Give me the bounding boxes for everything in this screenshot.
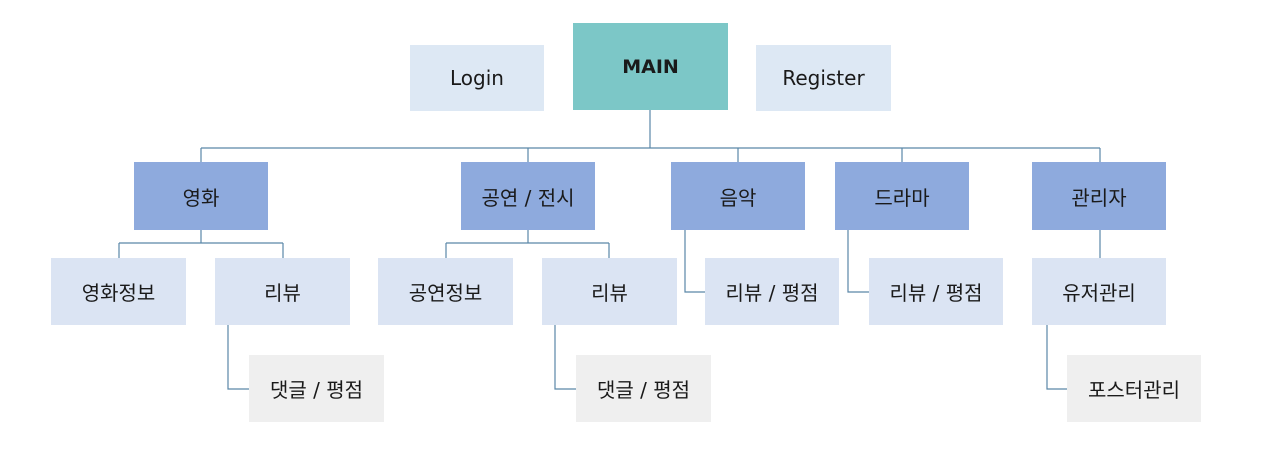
connector-admin-posters [1046,325,1067,390]
connector-movie-comment [227,325,249,390]
movie-comment-node[interactable]: 댓글 / 평점 [249,355,384,422]
show-exhibition-node[interactable]: 공연 / 전시 [461,162,595,230]
connector-music-review [684,230,705,293]
movie-node[interactable]: 영화 [134,162,268,230]
show-info-node[interactable]: 공연정보 [378,258,513,325]
login-node[interactable]: Login [410,45,544,111]
show-review-node[interactable]: 리뷰 [542,258,677,325]
drama-review-node[interactable]: 리뷰 / 평점 [869,258,1003,325]
drama-node[interactable]: 드라마 [835,162,969,230]
show-comment-node[interactable]: 댓글 / 평점 [576,355,711,422]
admin-node[interactable]: 관리자 [1032,162,1166,230]
movie-review-node[interactable]: 리뷰 [215,258,350,325]
connector-drama-review [847,230,869,293]
music-node[interactable]: 음악 [671,162,805,230]
movie-info-node[interactable]: 영화정보 [51,258,186,325]
admin-users-node[interactable]: 유저관리 [1032,258,1166,325]
music-review-node[interactable]: 리뷰 / 평점 [705,258,839,325]
main-node[interactable]: MAIN [573,23,728,110]
admin-posters-node[interactable]: 포스터관리 [1067,355,1201,422]
register-node[interactable]: Register [756,45,891,111]
connector-show-comment [554,325,576,390]
